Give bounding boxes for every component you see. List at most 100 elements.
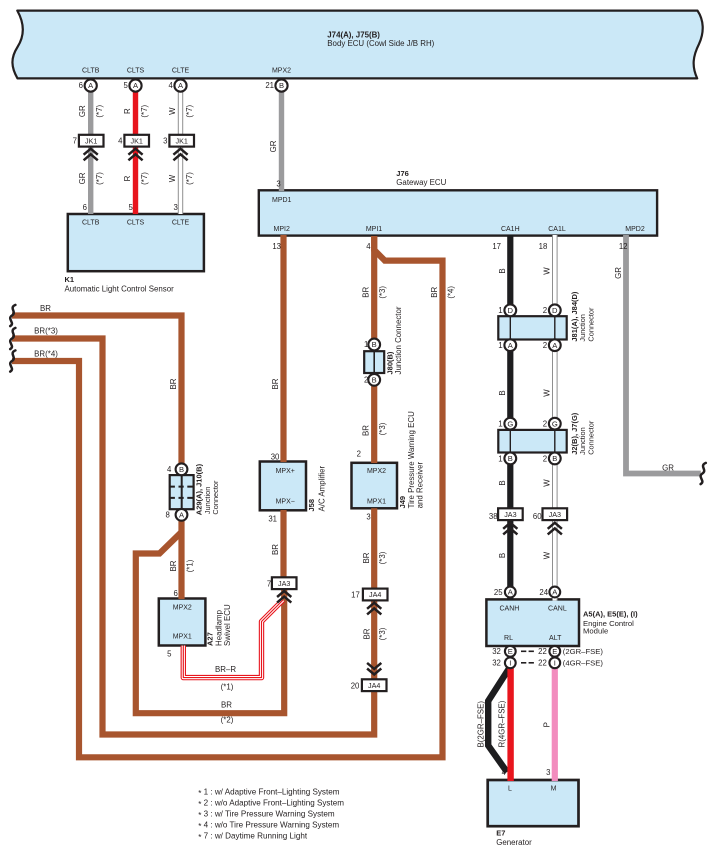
svg-text:2: 2 [357,449,361,458]
svg-text:W: W [542,479,551,487]
svg-text:Junction: Junction [578,427,587,455]
svg-text:A5(A), E5(E), (I): A5(A), E5(E), (I) [583,610,638,619]
svg-text:JK1: JK1 [85,136,97,145]
svg-text:6: 6 [173,589,177,598]
svg-text:and Receiver: and Receiver [416,462,425,509]
svg-text:Headlamp: Headlamp [214,609,223,646]
svg-text:(*3): (*3) [378,286,387,299]
svg-text:7: 7 [267,579,271,588]
svg-text:3: 3 [173,203,177,212]
svg-text:B(2GR–FSE): B(2GR–FSE) [477,701,486,748]
svg-text:BR(*3): BR(*3) [34,327,58,336]
svg-text:MPI1: MPI1 [366,226,382,233]
svg-text:R: R [123,175,132,181]
svg-text:B: B [498,480,507,485]
svg-text:CA1L: CA1L [548,226,566,233]
svg-text:B: B [498,268,507,273]
svg-text:A: A [88,81,94,90]
svg-text:B: B [498,390,507,395]
svg-text:RL: RL [504,635,513,642]
svg-text:2: 2 [364,376,368,385]
svg-text:JA4: JA4 [369,590,381,599]
svg-text:3: 3 [276,180,280,189]
svg-text:G: G [507,419,513,428]
svg-text:Junction: Junction [578,314,587,342]
svg-text:CLTE: CLTE [172,220,190,227]
svg-text:4: 4 [366,242,371,251]
svg-text:24: 24 [539,588,548,597]
svg-text:*: * [198,811,202,820]
svg-text:W: W [542,551,551,559]
svg-text:6: 6 [83,203,87,212]
svg-text:B: B [372,340,377,349]
svg-text:1: 1 [498,420,502,429]
svg-text:1: 1 [364,340,368,349]
svg-text:*: * [198,822,202,831]
svg-text:1: 1 [498,341,502,350]
svg-text:R(4GR–FSE): R(4GR–FSE) [497,700,506,747]
svg-text:MPX1: MPX1 [173,634,192,641]
svg-text:BR: BR [169,560,178,571]
svg-text:12: 12 [619,242,628,251]
svg-text:38: 38 [489,512,498,521]
svg-text:MPX2: MPX2 [367,468,386,475]
svg-text:8: 8 [166,511,170,520]
svg-text:MPX2: MPX2 [173,605,192,612]
svg-text:(*1): (*1) [221,682,234,691]
svg-text:CLTB: CLTB [82,67,100,74]
svg-text:31: 31 [268,514,277,523]
svg-text:E7: E7 [496,829,505,838]
svg-text:GR: GR [614,267,623,279]
svg-text:Tire Pressure Warning ECU: Tire Pressure Warning ECU [407,411,416,508]
svg-text:CLTB: CLTB [82,220,100,227]
svg-text:Connector: Connector [211,480,220,515]
svg-text:(*7): (*7) [185,172,194,185]
svg-text:2: 2 [543,306,547,315]
svg-text:JA4: JA4 [368,681,380,690]
svg-text:(*2): (*2) [221,716,234,725]
svg-text:1: 1 [498,306,502,315]
svg-text:A27: A27 [206,632,215,646]
svg-text:BR: BR [221,700,232,709]
svg-text:JK1: JK1 [131,136,143,145]
svg-text:(2GR–FSE): (2GR–FSE) [563,647,604,656]
svg-text:21: 21 [265,81,274,90]
svg-text:25: 25 [494,588,503,597]
svg-text:32: 32 [492,659,501,668]
svg-text:Junction Connector: Junction Connector [394,306,403,374]
svg-text:CLTE: CLTE [172,67,190,74]
svg-text:BR: BR [362,425,371,436]
svg-text:Connector: Connector [587,420,596,455]
svg-text:*: * [198,800,202,809]
svg-text:CLTS: CLTS [127,220,145,227]
svg-text:17: 17 [492,242,501,251]
svg-text:3 : w/ Tire Pressure Warning S: 3 : w/ Tire Pressure Warning System [204,810,335,819]
svg-text:BR: BR [40,304,51,313]
svg-text:3: 3 [366,513,370,522]
svg-text:13: 13 [272,242,281,251]
svg-text:A: A [508,588,514,597]
svg-text:A: A [508,341,514,350]
svg-text:BR–R: BR–R [215,665,236,674]
svg-text:*: * [198,833,202,842]
svg-text:J2(B), J7(G): J2(B), J7(G) [570,412,579,455]
svg-text:K1: K1 [65,275,75,284]
svg-text:6: 6 [79,81,83,90]
svg-text:J76: J76 [396,169,409,178]
svg-text:J81(A), J84(D): J81(A), J84(D) [570,291,579,342]
svg-text:A29(A), J10(B): A29(A), J10(B) [195,463,204,515]
svg-text:CANL: CANL [548,606,567,613]
svg-text:Connector: Connector [587,307,596,342]
svg-text:ALT: ALT [549,635,562,642]
svg-text:D: D [552,306,558,315]
svg-text:17: 17 [351,591,360,600]
svg-text:(*4): (*4) [447,286,456,299]
svg-text:GR: GR [269,140,278,152]
svg-text:CA1H: CA1H [501,226,520,233]
svg-text:A: A [133,81,139,90]
svg-text:Module: Module [583,626,608,635]
svg-text:GR: GR [78,172,87,184]
svg-text:L: L [508,786,512,793]
svg-text:JK1: JK1 [176,136,188,145]
svg-text:A: A [178,81,184,90]
